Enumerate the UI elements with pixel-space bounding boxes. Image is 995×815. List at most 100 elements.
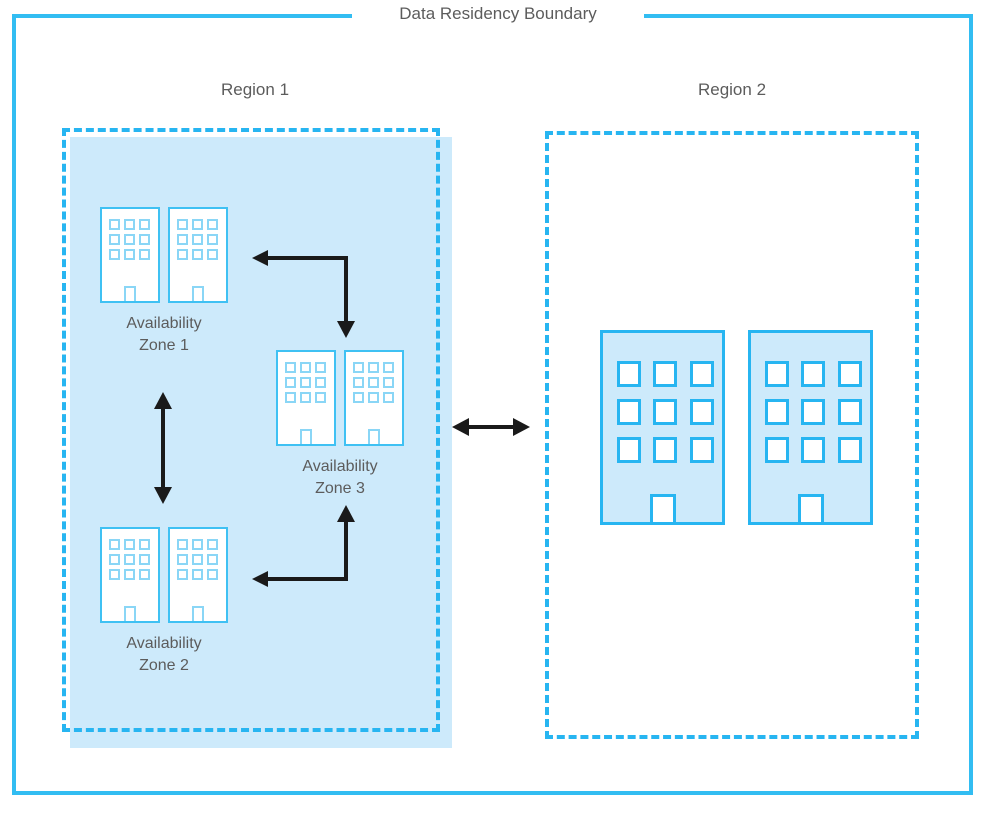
window: [109, 539, 120, 550]
zone-1-label: Availability Zone 1: [100, 313, 228, 357]
window: [689, 361, 714, 387]
window: [300, 392, 311, 403]
door: [124, 286, 136, 301]
window: [207, 249, 218, 260]
window: [192, 554, 203, 565]
window: [139, 554, 150, 565]
door: [368, 429, 380, 444]
window: [617, 399, 641, 425]
zone-2-label-line2: Zone 2: [139, 657, 189, 674]
window: [139, 219, 150, 230]
window: [653, 437, 678, 463]
window: [139, 249, 150, 260]
window-grid: [765, 361, 862, 463]
window: [653, 399, 678, 425]
window: [177, 554, 188, 565]
window: [801, 437, 826, 463]
zone-1-buildings: [100, 207, 228, 303]
window: [207, 234, 218, 245]
window: [383, 392, 394, 403]
building-icon: [100, 207, 160, 303]
door: [192, 606, 204, 621]
building-icon: [344, 350, 404, 446]
arrow-region1-region2-icon: [452, 418, 530, 436]
window: [124, 569, 135, 580]
window: [765, 361, 789, 387]
window: [300, 362, 311, 373]
arrow-zone2-zone3-icon: [252, 505, 355, 587]
window: [765, 437, 789, 463]
window: [353, 392, 364, 403]
zone-1-label-line2: Zone 1: [139, 337, 189, 354]
window: [368, 392, 379, 403]
window: [383, 377, 394, 388]
window: [139, 569, 150, 580]
building-icon-large: [748, 330, 873, 525]
building-icon: [168, 527, 228, 623]
door: [124, 606, 136, 621]
building-icon-large: [600, 330, 725, 525]
arrow-zone1-zone2-icon: [154, 392, 172, 504]
building-icon: [100, 527, 160, 623]
window: [177, 249, 188, 260]
window: [353, 377, 364, 388]
window: [109, 249, 120, 260]
door: [300, 429, 312, 444]
zone-3-label: Availability Zone 3: [276, 456, 404, 500]
window: [177, 569, 188, 580]
window: [177, 234, 188, 245]
door: [192, 286, 204, 301]
window-grid: [353, 362, 394, 403]
zone-3-label-line1: Availability: [302, 458, 378, 475]
window: [315, 377, 326, 388]
window: [801, 361, 826, 387]
window: [207, 539, 218, 550]
window: [617, 361, 641, 387]
window: [139, 539, 150, 550]
window: [109, 554, 120, 565]
window: [315, 362, 326, 373]
window: [177, 219, 188, 230]
door: [797, 494, 824, 522]
window: [689, 437, 714, 463]
availability-zone-3: Availability Zone 3: [276, 350, 404, 500]
window: [139, 234, 150, 245]
window-grid: [109, 539, 150, 580]
window: [617, 437, 641, 463]
window: [315, 392, 326, 403]
window: [837, 399, 862, 425]
availability-zone-2: Availability Zone 2: [100, 527, 228, 677]
window: [300, 377, 311, 388]
window-grid: [177, 219, 218, 260]
region-2-label: Region 2: [697, 80, 767, 99]
window: [109, 234, 120, 245]
zone-3-label-line2: Zone 3: [315, 480, 365, 497]
window: [192, 569, 203, 580]
window: [177, 539, 188, 550]
zone-2-label: Availability Zone 2: [100, 633, 228, 677]
window: [207, 554, 218, 565]
window-grid: [177, 539, 218, 580]
window: [837, 361, 862, 387]
availability-zone-1: Availability Zone 1: [100, 207, 228, 357]
window: [765, 399, 789, 425]
window: [285, 392, 296, 403]
window: [689, 399, 714, 425]
region-2-box: [545, 131, 919, 739]
window: [192, 539, 203, 550]
window: [368, 362, 379, 373]
window: [207, 219, 218, 230]
window: [837, 437, 862, 463]
door: [649, 494, 676, 522]
building-icon: [168, 207, 228, 303]
window: [192, 219, 203, 230]
window: [192, 234, 203, 245]
window-grid: [109, 219, 150, 260]
window: [109, 569, 120, 580]
window: [368, 377, 379, 388]
window: [353, 362, 364, 373]
window: [124, 219, 135, 230]
window-grid: [285, 362, 326, 403]
window: [192, 249, 203, 260]
